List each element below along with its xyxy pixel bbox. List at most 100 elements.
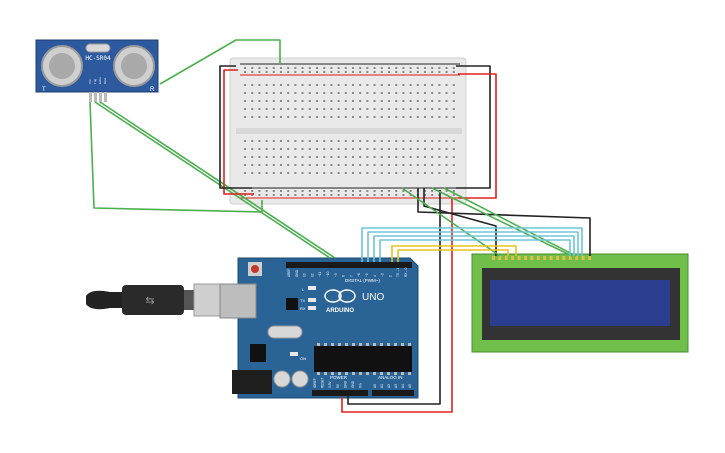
hole [352, 84, 354, 86]
hole [244, 190, 246, 192]
hole [280, 100, 282, 102]
hole [424, 172, 426, 174]
hole [359, 92, 362, 94]
hole [388, 148, 390, 150]
hole [294, 148, 297, 150]
chip-pin [317, 343, 320, 346]
chip-pin [345, 343, 348, 346]
hole [244, 92, 246, 94]
hole [424, 100, 426, 102]
wire-black [456, 65, 491, 189]
arduino-power-jack [232, 370, 272, 394]
hole [452, 108, 455, 110]
hole [265, 71, 268, 73]
hole [265, 156, 268, 158]
chip-pin [366, 343, 369, 346]
sensor-transducer-r-inner [121, 53, 147, 79]
chip-pin [408, 343, 411, 346]
chip-pin [317, 372, 320, 375]
hole [380, 194, 383, 196]
hole [424, 156, 426, 158]
hole [308, 194, 311, 196]
hole [431, 71, 434, 73]
hole [294, 92, 297, 94]
hole [316, 194, 318, 196]
hole [344, 92, 347, 94]
hole [323, 148, 326, 150]
wire-green [443, 187, 577, 257]
hole [438, 71, 441, 73]
hole [373, 100, 376, 102]
hole [287, 84, 290, 86]
sensor-transducer-t-inner [49, 53, 75, 79]
hole [301, 71, 304, 73]
chip-pin [359, 343, 362, 346]
hole [294, 194, 297, 196]
hole [258, 100, 261, 102]
hole [452, 116, 455, 118]
hole [431, 92, 434, 94]
hole [337, 108, 340, 110]
hole [424, 194, 426, 196]
capacitor [291, 370, 309, 388]
hole [337, 116, 340, 118]
sensor-pin-r-label: R [150, 87, 155, 93]
hole [402, 172, 405, 174]
pin-label: ~11 [318, 272, 322, 277]
hole [352, 164, 354, 166]
hole [431, 116, 434, 118]
hole [402, 156, 405, 158]
hole [416, 140, 419, 142]
hole [337, 100, 340, 102]
hole [301, 190, 304, 192]
hole [287, 67, 290, 69]
hole [330, 148, 333, 150]
pin-label: ~6 [357, 273, 361, 277]
hole [424, 84, 426, 86]
lcd-pin [581, 256, 585, 260]
lcd-display [471, 253, 689, 353]
hole [337, 190, 340, 192]
lcd-pins [492, 256, 591, 260]
pin-label: ~9 [334, 273, 338, 277]
hole [280, 164, 282, 166]
hole [330, 71, 333, 73]
hole [323, 71, 326, 73]
hole [287, 190, 290, 192]
hole [395, 116, 398, 118]
crystal [267, 325, 303, 339]
hole [438, 92, 441, 94]
led-rx-label: RX [300, 306, 306, 311]
hole [265, 92, 268, 94]
hole [373, 84, 376, 86]
hole [294, 71, 297, 73]
hole [380, 116, 383, 118]
hole [416, 71, 419, 73]
hole [359, 172, 362, 174]
hole [452, 100, 455, 102]
chip-pin [338, 343, 341, 346]
hole [330, 190, 333, 192]
hole [251, 140, 254, 142]
hole [359, 148, 362, 150]
hole [366, 84, 369, 86]
hole [323, 140, 326, 142]
led-l-label: L [302, 287, 305, 292]
hole [294, 164, 297, 166]
lcd-pin [543, 256, 547, 260]
hole [352, 190, 354, 192]
hole [265, 108, 268, 110]
sensor-pin [104, 92, 107, 102]
hole [280, 148, 282, 150]
hole [416, 164, 419, 166]
hole [395, 172, 398, 174]
hole [388, 71, 390, 73]
hole [373, 108, 376, 110]
hole [265, 67, 268, 69]
lcd-pin [511, 256, 515, 260]
hole [308, 156, 311, 158]
pin-label: A2 [387, 384, 391, 388]
hole [280, 190, 282, 192]
arduino-model: UNO [362, 292, 384, 303]
